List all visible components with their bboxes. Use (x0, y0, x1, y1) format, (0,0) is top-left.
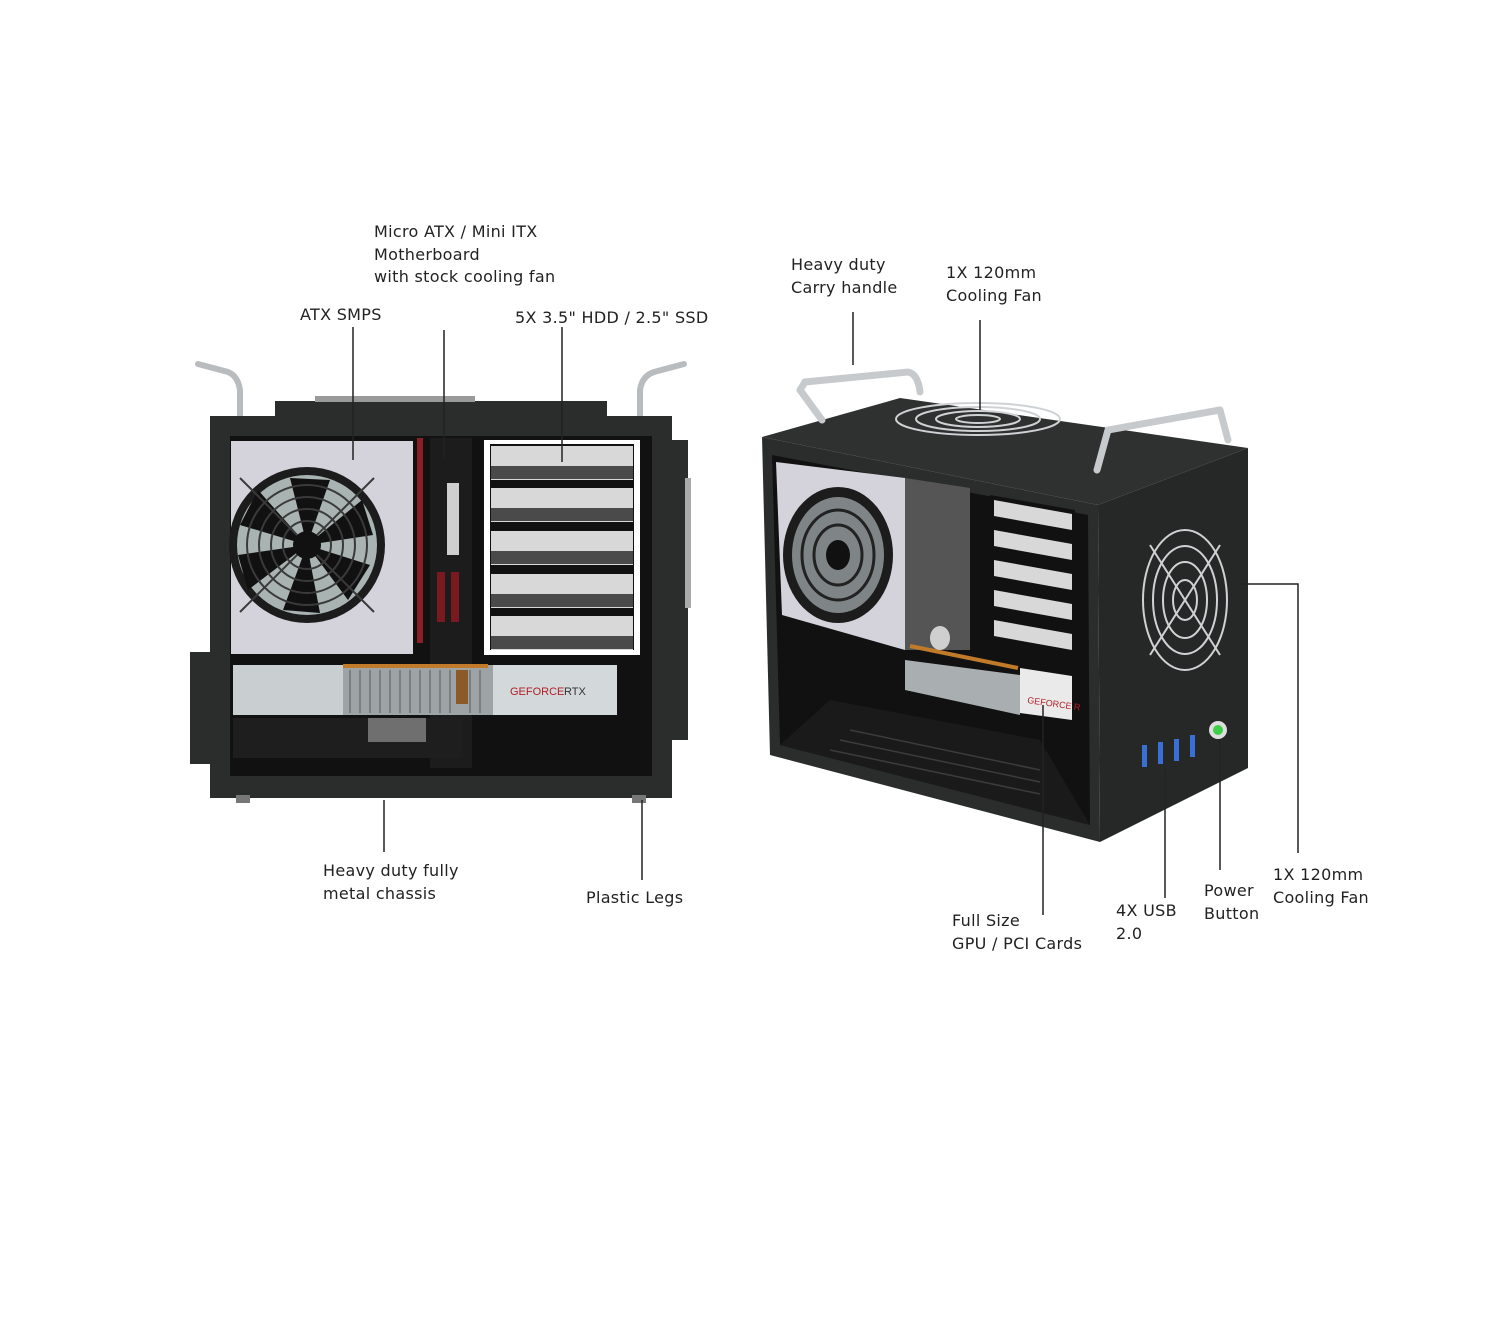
label-atx-smps: ATX SMPS (300, 305, 382, 324)
label-metal-chassis: Heavy duty fully metal chassis (323, 861, 459, 903)
right-leader-lines (852, 312, 1299, 915)
left-case: GEFORCE RTX (190, 361, 691, 803)
label-side-cooling-fan: 1X 120mm Cooling Fan (1273, 865, 1370, 907)
motherboard-lower (233, 718, 463, 758)
label-plastic-legs: Plastic Legs (586, 888, 684, 907)
gpu-model-text: RTX (564, 686, 586, 698)
right-carry-handle (796, 368, 1232, 474)
psu-side (905, 478, 970, 650)
plastic-leg (236, 795, 250, 803)
right-drive-trays (994, 500, 1072, 650)
memory-slot (437, 572, 445, 622)
left-carry-handle (195, 361, 687, 419)
side-fan-grill-icon (1142, 529, 1228, 671)
label-power-button: Power Button (1204, 881, 1260, 923)
cooler-fitting (930, 626, 950, 650)
right-case: GEFORCE R (762, 368, 1248, 842)
plastic-leg (632, 795, 646, 803)
top-fan-grill-icon (895, 402, 1061, 436)
top-rail (275, 401, 607, 419)
label-motherboard: Micro ATX / Mini ITX Motherboard with st… (374, 222, 556, 286)
label-carry-handle: Heavy duty Carry handle (791, 255, 898, 297)
ram-stick (417, 438, 423, 643)
gpu-brand-text: GEFORCE (510, 686, 564, 698)
label-drive-bays: 5X 3.5" HDD / 2.5" SSD (515, 308, 709, 327)
label-top-cooling-fan: 1X 120mm Cooling Fan (946, 263, 1043, 305)
usb-ports (1142, 735, 1195, 767)
drive-trays (491, 446, 633, 650)
power-led (1213, 725, 1223, 735)
top-grill-edge (315, 396, 475, 402)
chipset-heatsink (368, 718, 426, 742)
side-face (1098, 448, 1248, 842)
side-panel-edge (668, 440, 688, 740)
top-face (762, 398, 1248, 505)
floor-vents (829, 729, 1041, 795)
side-fan-edge (685, 478, 691, 608)
right-gpu: GEFORCE R (905, 644, 1082, 720)
label-gpu-pci-cards: Full Size GPU / PCI Cards (952, 911, 1083, 953)
memory-slot (451, 572, 459, 622)
right-psu-fan-icon (783, 487, 893, 623)
left-gpu: GEFORCE RTX (233, 664, 617, 715)
label-usb-ports: 4X USB 2.0 (1116, 901, 1177, 943)
atx-power-connector (447, 483, 459, 555)
psu-fan-icon (229, 467, 385, 623)
left-leader-lines (352, 327, 643, 880)
